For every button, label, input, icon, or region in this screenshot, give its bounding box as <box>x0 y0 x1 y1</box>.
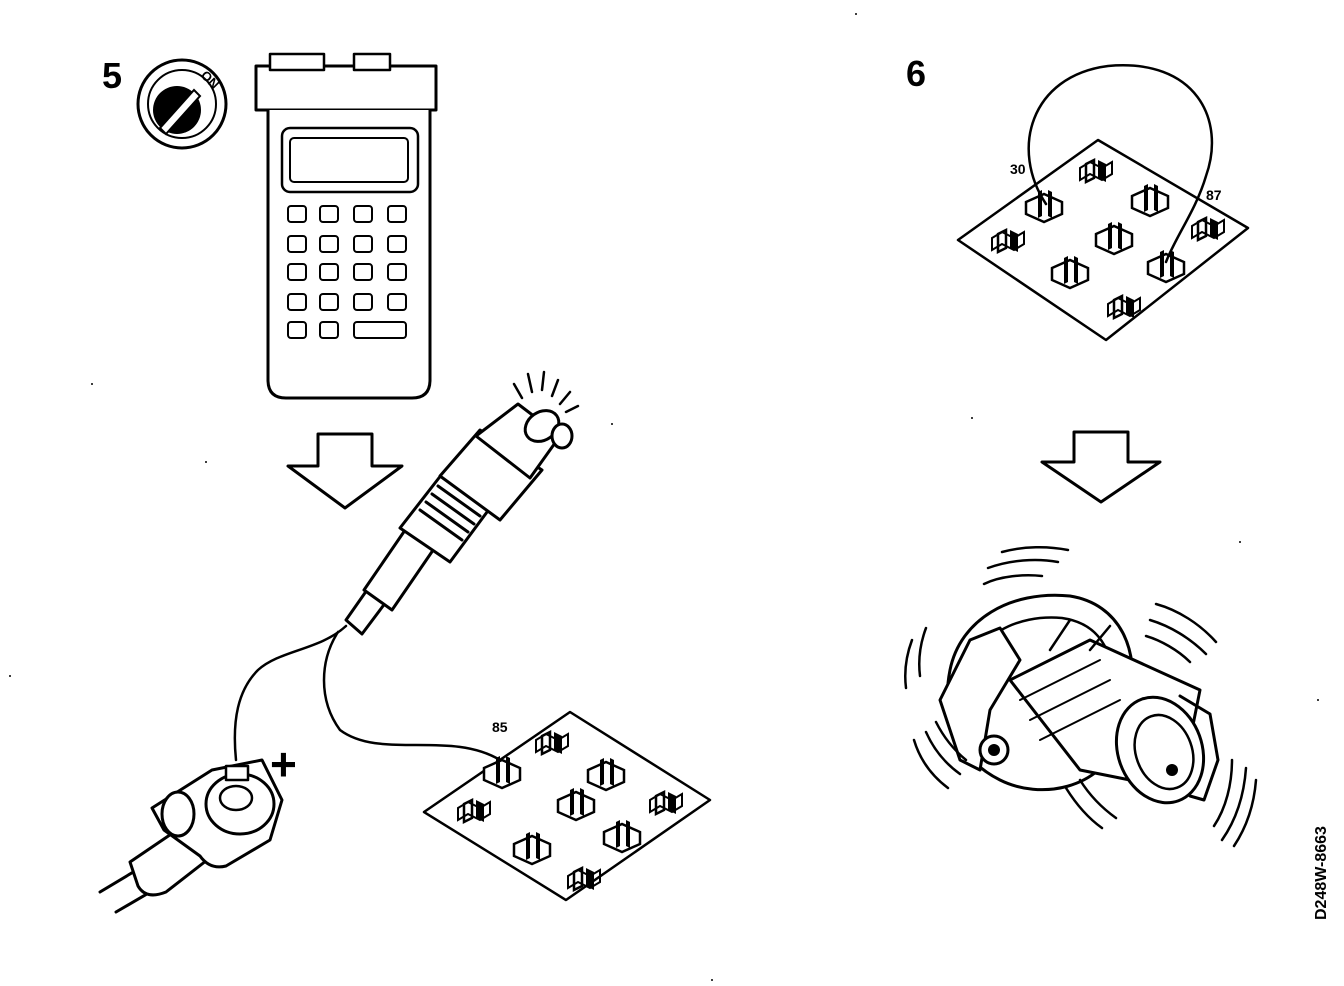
relay-pin-85-label: 85 <box>492 719 508 735</box>
down-arrow-icon <box>1040 430 1162 504</box>
relay-pin-30-label: 30 <box>1010 161 1026 177</box>
battery-terminal-icon <box>98 758 284 914</box>
step-number-6: 6 <box>906 53 926 94</box>
diagnostic-tester-icon <box>254 52 438 400</box>
ignition-switch-icon: ON <box>136 58 228 150</box>
relay-socket-with-jumper-icon <box>956 64 1250 342</box>
test-lamp-icon <box>344 370 580 636</box>
relay-pin-87-label: 87 <box>1206 187 1222 203</box>
tester-keypad <box>287 205 407 339</box>
step-number-5: 5 <box>102 55 122 96</box>
fuel-pump-icon <box>938 593 1220 805</box>
figure-code-label: D248W-8663 <box>1313 826 1330 920</box>
lamp-glow-rays <box>512 370 580 414</box>
vibration-lines <box>904 545 1258 848</box>
jumper-wire <box>1027 64 1214 264</box>
scan-speckles <box>9 13 1319 981</box>
ground-wire <box>233 624 348 762</box>
positive-terminal-label: + <box>270 738 297 790</box>
relay-socket-icon <box>422 710 712 902</box>
down-arrow-icon <box>286 432 404 510</box>
